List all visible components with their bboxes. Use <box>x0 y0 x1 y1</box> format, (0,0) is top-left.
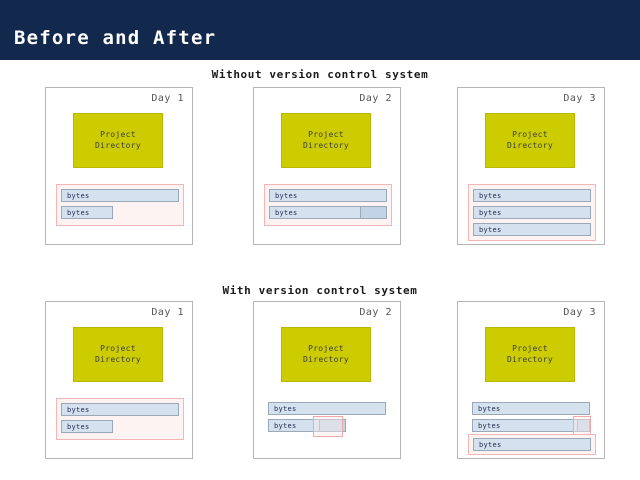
card-without-vcs-day-1: Day 1 Project Directory bytes bytes <box>45 87 193 245</box>
project-directory-line-2: Directory <box>94 140 142 150</box>
card-with-vcs-day-1: Day 1 Project Directory bytes bytes <box>45 301 193 459</box>
byte-bar-delta-segment <box>360 207 386 218</box>
byte-bar: bytes <box>473 189 591 202</box>
byte-bar-label: bytes <box>479 440 502 449</box>
project-directory-line-1: Project <box>100 129 136 139</box>
byte-bar: bytes <box>473 438 591 451</box>
change-highlight-group: bytes <box>468 434 596 455</box>
bytes-area: bytes bytes <box>56 184 184 240</box>
card-without-vcs-day-3: Day 3 Project Directory bytes bytes byte… <box>457 87 605 245</box>
project-directory-box: Project Directory <box>281 113 371 168</box>
project-directory-box: Project Directory <box>281 327 371 382</box>
byte-bar-label: bytes <box>479 208 502 217</box>
project-directory-line-2: Directory <box>506 140 554 150</box>
day-label: Day 3 <box>563 307 596 318</box>
project-directory-box: Project Directory <box>73 327 163 382</box>
bytes-area: bytes bytes <box>264 184 392 240</box>
project-directory-box: Project Directory <box>485 113 575 168</box>
bytes-bar-list: bytes bytes <box>468 398 596 436</box>
byte-bar: bytes <box>473 223 591 236</box>
byte-bar: bytes <box>472 402 590 415</box>
project-directory-line-2: Directory <box>506 354 554 364</box>
project-directory-box: Project Directory <box>485 327 575 382</box>
project-directory-line-1: Project <box>512 343 548 353</box>
byte-bar: bytes <box>473 206 591 219</box>
day-label: Day 3 <box>563 93 596 104</box>
byte-bar: bytes <box>268 402 386 415</box>
project-directory-box: Project Directory <box>73 113 163 168</box>
byte-bar-label: bytes <box>479 225 502 234</box>
byte-bar: bytes <box>61 403 179 416</box>
byte-bar: bytes <box>61 420 113 433</box>
byte-bar-label: bytes <box>478 404 501 413</box>
bytes-bar-list: bytes bytes <box>264 398 392 436</box>
byte-bar-label: bytes <box>274 421 297 430</box>
byte-bar-label: bytes <box>275 191 298 200</box>
byte-bar: bytes <box>61 206 113 219</box>
project-directory-line-1: Project <box>100 343 136 353</box>
change-highlight-group: bytes bytes <box>264 184 392 226</box>
project-directory-line-2: Directory <box>94 354 142 364</box>
project-directory-line-2: Directory <box>302 140 350 150</box>
change-highlight-group: bytes bytes <box>56 398 184 440</box>
byte-bar-label: bytes <box>478 421 501 430</box>
byte-bar-label: bytes <box>479 191 502 200</box>
card-without-vcs-day-2: Day 2 Project Directory bytes bytes <box>253 87 401 245</box>
byte-bar-label: bytes <box>67 405 90 414</box>
byte-bar: bytes <box>269 206 387 219</box>
change-highlight-group: bytes bytes bytes <box>468 184 596 241</box>
project-directory-line-2: Directory <box>302 354 350 364</box>
byte-bar-label: bytes <box>274 404 297 413</box>
byte-bar-delta-segment <box>577 420 589 431</box>
bytes-area: bytes bytes bytes <box>468 184 596 241</box>
byte-bar-label: bytes <box>67 191 90 200</box>
bytes-area: bytes bytes <box>264 398 392 454</box>
section-title-with-vcs: With version control system <box>222 284 418 297</box>
page-title: Before and After <box>14 27 217 49</box>
byte-bar: bytes <box>472 419 590 432</box>
byte-bar-delta-segment <box>319 420 345 431</box>
project-directory-line-1: Project <box>512 129 548 139</box>
byte-bar-label: bytes <box>67 208 90 217</box>
day-label: Day 2 <box>359 307 392 318</box>
change-highlight-group: bytes bytes <box>56 184 184 226</box>
byte-bar-label: bytes <box>67 422 90 431</box>
bytes-area: bytes bytes <box>56 398 184 454</box>
bytes-area: bytes bytes bytes <box>468 398 596 455</box>
project-directory-line-1: Project <box>308 343 344 353</box>
byte-bar: bytes <box>269 189 387 202</box>
card-with-vcs-day-2: Day 2 Project Directory bytes bytes <box>253 301 401 459</box>
project-directory-line-1: Project <box>308 129 344 139</box>
byte-bar: bytes <box>268 419 346 432</box>
byte-bar: bytes <box>61 189 179 202</box>
day-label: Day 2 <box>359 93 392 104</box>
day-label: Day 1 <box>151 307 184 318</box>
day-label: Day 1 <box>151 93 184 104</box>
section-title-without-vcs: Without version control system <box>211 68 429 81</box>
card-with-vcs-day-3: Day 3 Project Directory bytes bytes byte… <box>457 301 605 459</box>
header-bar: Before and After <box>0 0 640 60</box>
byte-bar-label: bytes <box>275 208 298 217</box>
